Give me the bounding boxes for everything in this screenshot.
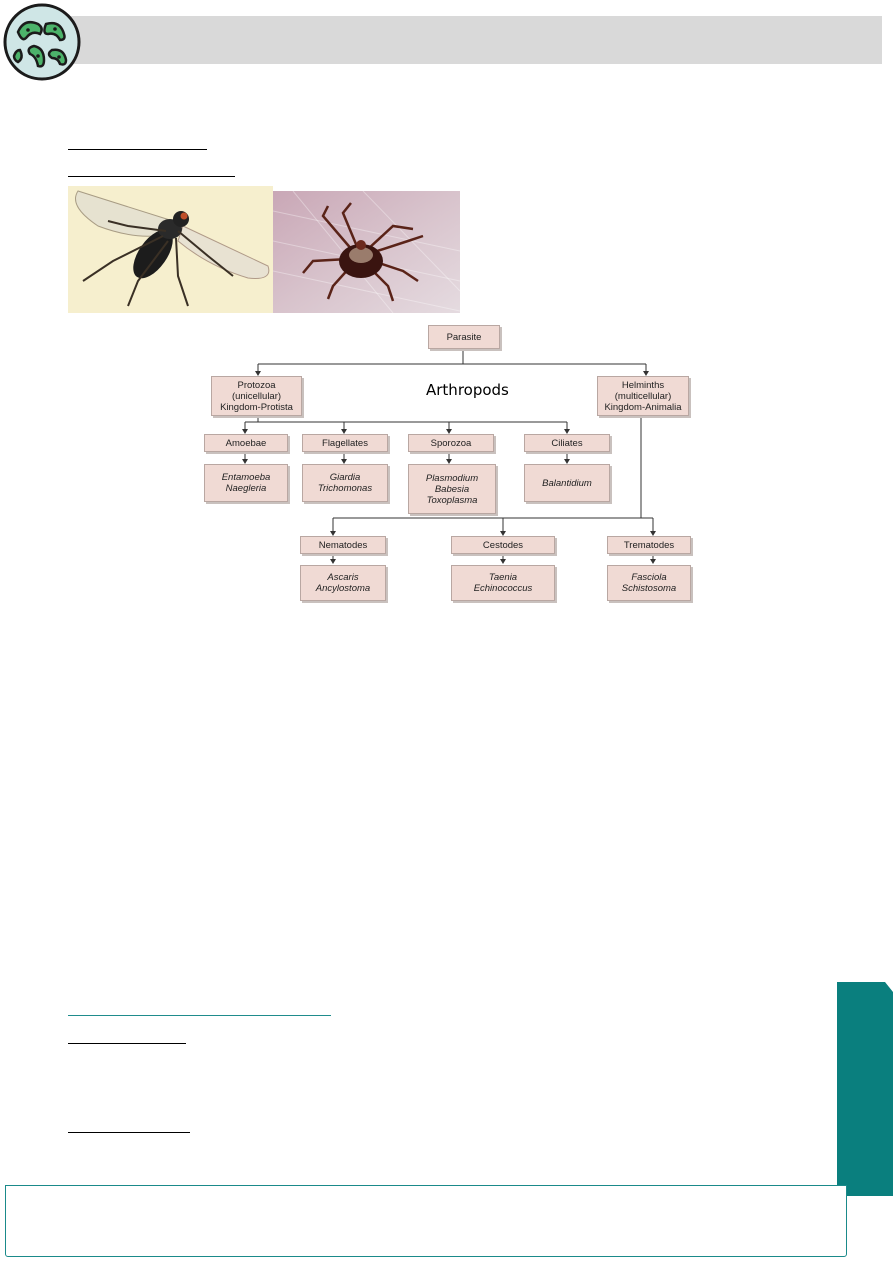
node-cestodes: Cestodes <box>451 536 555 554</box>
node-flagellates: Flagellates <box>302 434 388 452</box>
node-sporozoa-species: Plasmodium Babesia Toxoplasma <box>408 464 496 514</box>
node-sporozoa: Sporozoa <box>408 434 494 452</box>
node-trematodes: Trematodes <box>607 536 691 554</box>
node-cestodes-species: Taenia Echinococcus <box>451 565 555 601</box>
fly-photo <box>68 186 273 313</box>
node-nematodes: Nematodes <box>300 536 386 554</box>
node-flagellates-species: Giardia Trichomonas <box>302 464 388 502</box>
node-trematodes-species: Fasciola Schistosoma <box>607 565 691 601</box>
heading-underline <box>68 1132 190 1133</box>
heading-underline <box>68 149 207 150</box>
node-ciliates: Ciliates <box>524 434 610 452</box>
footer-box <box>5 1185 847 1257</box>
node-ciliates-species: Balantidium <box>524 464 610 502</box>
node-protozoa: Protozoa (unicellular) Kingdom-Protista <box>211 376 302 416</box>
node-helminths: Helminths (multicellular) Kingdom-Animal… <box>597 376 689 416</box>
bacteria-icon <box>3 3 81 81</box>
node-nematodes-species: Ascaris Ancylostoma <box>300 565 386 601</box>
node-parasite: Parasite <box>428 325 500 349</box>
diagram-connectors <box>242 349 656 564</box>
heading-underline <box>68 176 235 177</box>
parasite-classification-diagram: Parasite Protozoa (unicellular) Kingdom-… <box>195 322 705 612</box>
header-band <box>45 16 882 64</box>
arthropods-label: Arthropods <box>426 381 509 399</box>
node-amoebae: Amoebae <box>204 434 288 452</box>
link-underline <box>68 1015 331 1016</box>
side-tab <box>837 982 893 1196</box>
node-amoebae-species: Entamoeba Naegleria <box>204 464 288 502</box>
tick-photo <box>273 191 460 313</box>
heading-underline <box>68 1043 186 1044</box>
